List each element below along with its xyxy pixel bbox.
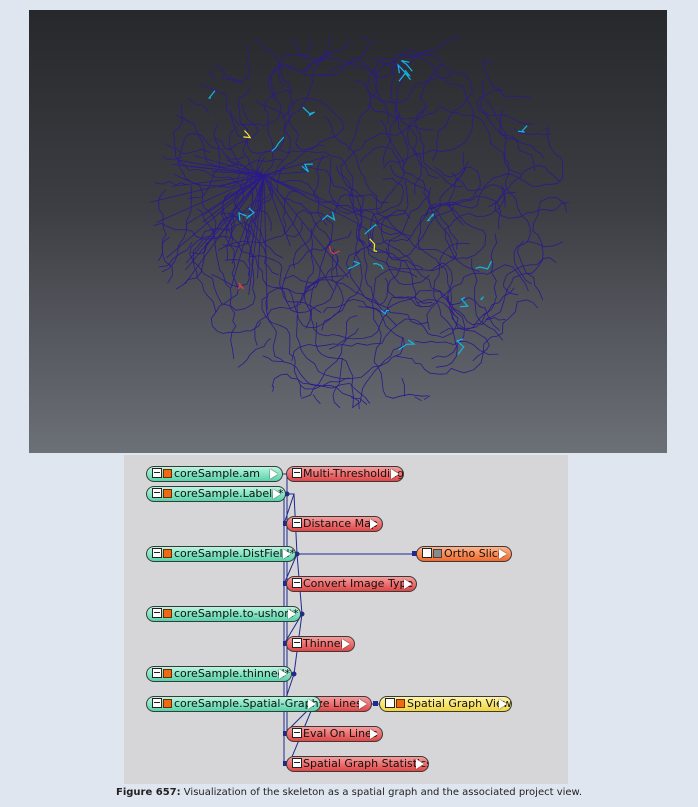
node-menu-arrow-icon[interactable] [370,519,378,529]
data-node-coresample-to-ushort[interactable]: coreSample.to-ushort* [146,606,301,622]
collapse-icon[interactable] [292,728,302,738]
node-menu-arrow-icon[interactable] [404,579,412,589]
compute-node-thinner[interactable]: Thinner [286,636,355,652]
visibility-square-icon[interactable] [163,699,172,708]
display-node-ortho-slice[interactable]: Ortho Slice [416,546,512,562]
node-menu-arrow-icon[interactable] [288,609,296,619]
visibility-square-icon[interactable] [163,489,172,498]
figure-number: Figure 657: [116,787,181,798]
spatial-graph-render [150,36,569,410]
visibility-checkbox-icon[interactable] [385,698,395,708]
node-menu-arrow-icon[interactable] [370,729,378,739]
data-node-coresample-am[interactable]: coreSample.am [146,466,283,482]
compute-node-convert-image-type[interactable]: Convert Image Type [286,576,417,592]
compute-node-multi-thresholding[interactable]: Multi-Thresholding [286,466,404,482]
compute-node-spatial-graph-statistics[interactable]: Spatial Graph Statistics [286,756,429,772]
collapse-icon[interactable] [292,638,302,648]
node-menu-arrow-icon[interactable] [416,759,424,769]
3d-viewer[interactable] [29,10,667,453]
node-menu-arrow-icon[interactable] [499,699,507,709]
node-menu-arrow-icon[interactable] [308,699,316,709]
compute-node-eval-on-lines[interactable]: Eval On Lines [286,726,383,742]
visibility-square-icon[interactable] [163,669,172,678]
transparency-square-icon[interactable] [396,699,405,708]
collapse-icon[interactable] [292,468,302,478]
graph-segments [150,36,569,410]
data-node-coresample-distfield[interactable]: coreSample.DistField* [146,546,296,562]
node-menu-arrow-icon[interactable] [359,699,367,709]
node-menu-arrow-icon[interactable] [270,469,278,479]
collapse-icon[interactable] [152,668,162,678]
visibility-square-icon[interactable] [163,469,172,478]
collapse-icon[interactable] [292,518,302,528]
display-node-spatial-graph-view[interactable]: Spatial Graph View [379,696,512,712]
collapse-icon[interactable] [292,578,302,588]
collapse-icon[interactable] [152,608,162,618]
collapse-icon[interactable] [152,548,162,558]
compute-node-distance-map[interactable]: Distance Map [286,516,383,532]
collapse-icon[interactable] [152,468,162,478]
figure-caption-text: Visualization of the skeleton as a spati… [180,787,582,798]
data-node-coresample-labels[interactable]: coreSample.Labels* [146,486,286,502]
node-menu-arrow-icon[interactable] [279,669,287,679]
visibility-square-icon[interactable] [163,549,172,558]
collapse-icon[interactable] [152,488,162,498]
node-menu-arrow-icon[interactable] [273,489,281,499]
node-menu-arrow-icon[interactable] [283,549,291,559]
node-menu-arrow-icon[interactable] [391,469,399,479]
transparency-square-icon[interactable] [433,549,442,558]
node-menu-arrow-icon[interactable] [342,639,350,649]
collapse-icon[interactable] [152,698,162,708]
figure-caption: Figure 657: Visualization of the skeleto… [0,787,698,798]
collapse-icon[interactable] [292,758,302,768]
visibility-square-icon[interactable] [163,609,172,618]
visibility-checkbox-icon[interactable] [422,548,432,558]
data-node-coresample-thinned[interactable]: coreSample.thinned* [146,666,292,682]
project-view[interactable]: coreSample.am coreSample.Labels* coreSam… [124,455,568,784]
node-menu-arrow-icon[interactable] [499,549,507,559]
data-node-coresample-spatial-graph[interactable]: coreSample.Spatial-Graph* [146,696,321,712]
